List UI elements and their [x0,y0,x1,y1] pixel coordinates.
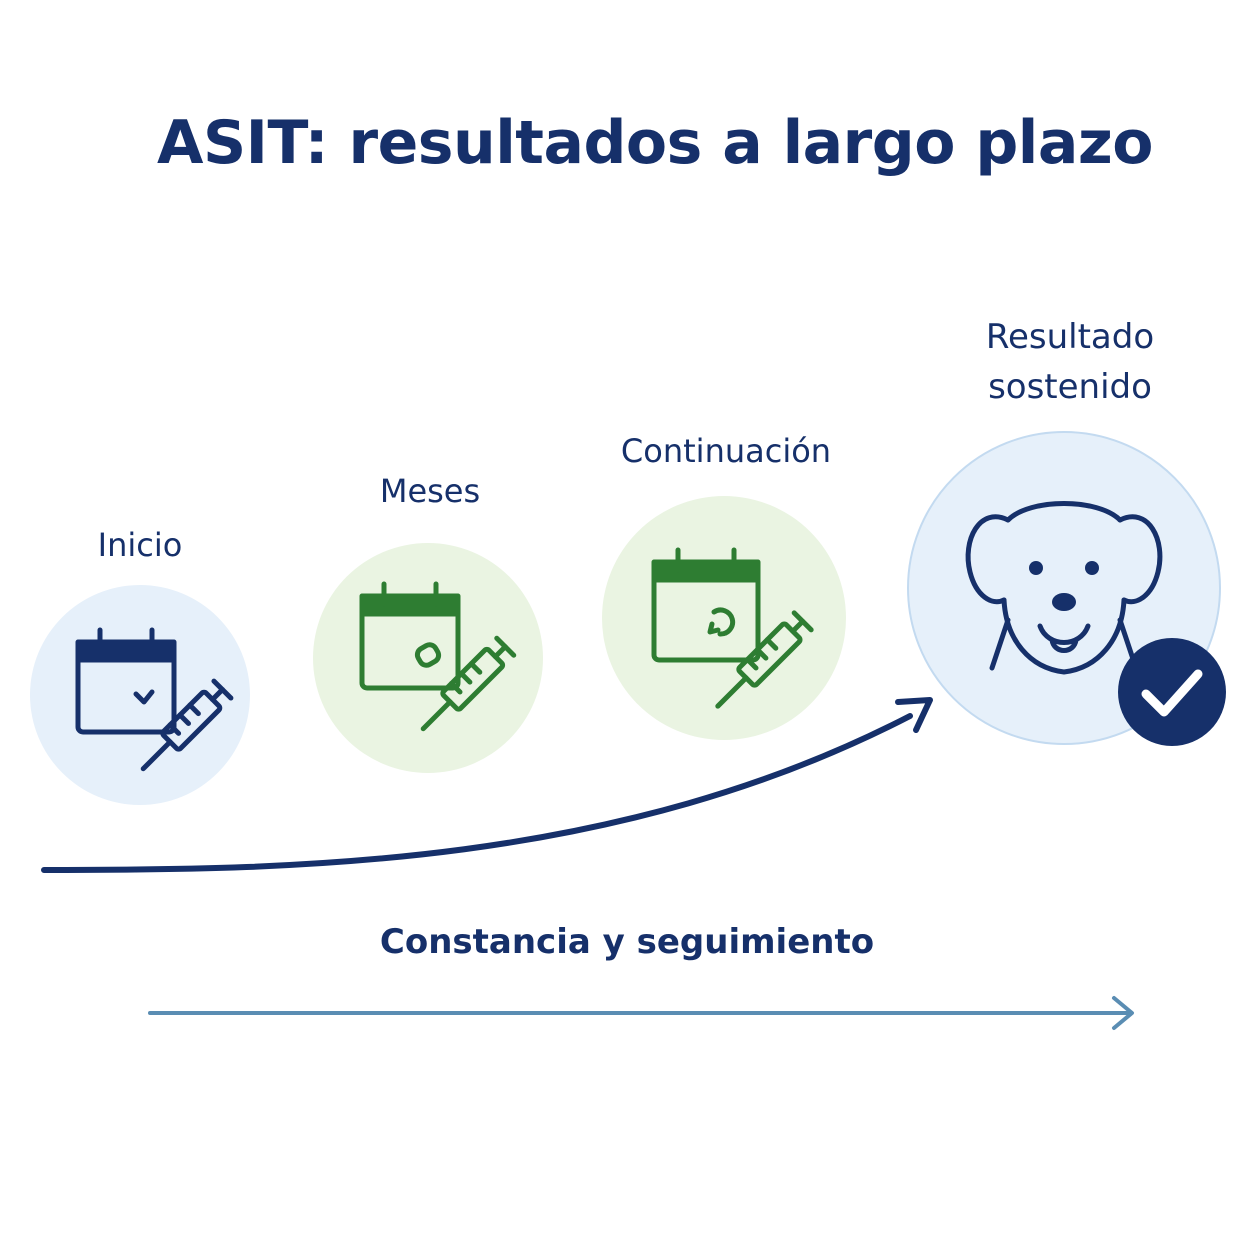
stage-label-inicio: Inicio [97,526,183,564]
stage-circle-continuacion [602,496,846,740]
stage-label-continuacion: Continuación [620,432,832,470]
dog-eye-right [1085,561,1099,575]
stage-circle-meses [313,543,543,773]
timeline-arrow-head [1112,996,1134,1030]
dog-nose [1052,593,1076,611]
calendar-syringe-icon [651,547,814,709]
growth-arrow-head [895,697,933,733]
check-badge [1118,638,1226,746]
check-icon [1141,669,1203,717]
page-title: ASIT: resultados a largo plazo [157,108,1153,178]
dog-face-icon [965,501,1163,675]
calendar-syringe-icon [75,627,234,772]
dog-eye-left [1029,561,1043,575]
growth-arrow [41,713,913,873]
calendar-syringe-icon [359,581,517,732]
timeline-label: Constancia y seguimiento [379,922,875,962]
stage-label-meses: Meses [379,472,481,510]
stage-label-resultado: Resultado sostenido [985,317,1155,407]
